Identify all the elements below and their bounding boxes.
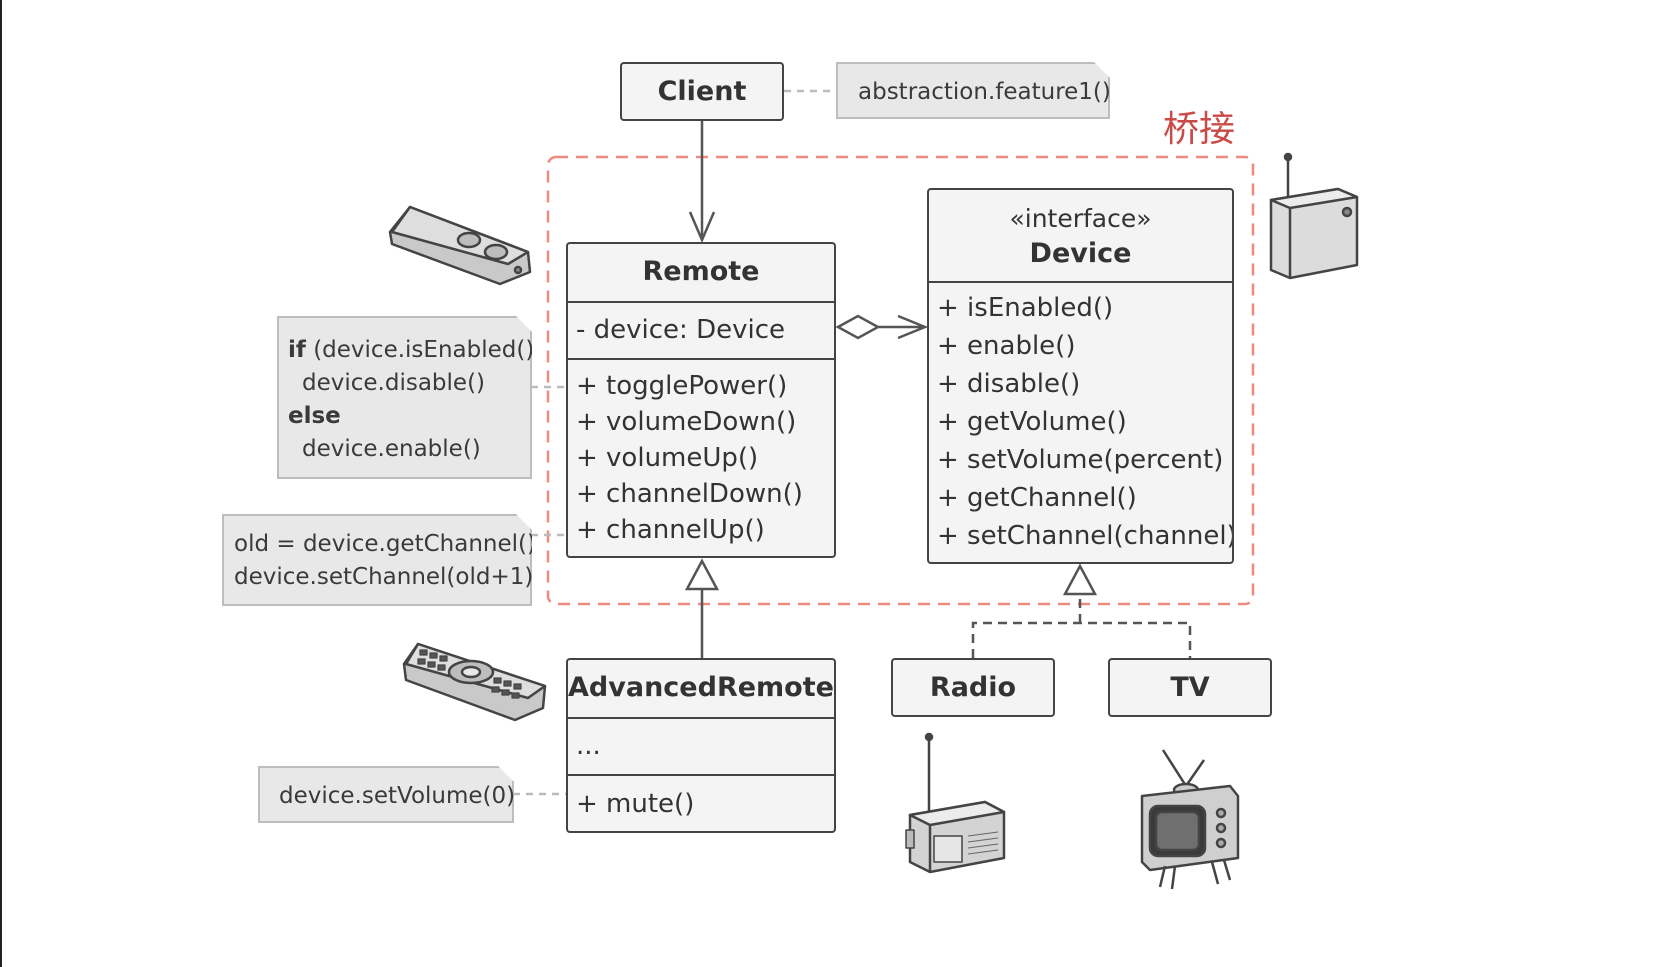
method: + setVolume(percent) [937,445,1224,475]
methods-section: + isEnabled() + enable() + disable() + g… [929,281,1232,562]
methods-section: + mute() [568,774,834,831]
field: - device: Device [576,315,785,345]
method: + channelUp() [576,515,765,545]
tv-icon [1140,749,1240,890]
interface-name: Device [1029,238,1132,269]
note-line: device.enable() [288,433,530,466]
inheritance-arrowhead [684,558,720,591]
remote-class[interactable]: Remote - device: Device + togglePower() … [566,242,836,558]
realization-arrowhead [1062,563,1098,596]
aggregation-arrowhead [897,314,929,340]
frame-edge [0,0,2,967]
note-line: device.setChannel(old+1) [234,564,534,590]
stereotype: «interface» [1009,204,1152,233]
note-text: device.enable() [302,436,481,462]
mute-note: device.setVolume(0) [258,766,514,823]
method: + volumeDown() [576,407,797,437]
method: + setChannel(channel) [937,521,1234,551]
keyword-else: else [288,403,341,429]
radio-icon [905,732,1006,874]
advanced-remote-icon [402,642,547,722]
note-text: device.setVolume(0) [279,783,516,809]
fields-section: - device: Device [568,301,834,359]
client-remote-arrowhead [688,211,716,244]
class-name: AdvancedRemote [568,672,834,703]
note-line: else [288,400,530,433]
method: + getChannel() [937,483,1137,513]
bridge-region [546,155,1255,606]
keyword-if: if [288,337,306,363]
method: + channelDown() [576,479,803,509]
wifi-router-icon [1269,152,1359,280]
fields-section: ... [568,717,834,775]
bridge-label: 桥接 [1163,109,1236,150]
radio-class[interactable]: Radio [891,658,1055,717]
method: + getVolume() [937,407,1127,437]
device-interface[interactable]: «interface» Device + isEnabled() + enabl… [927,188,1234,564]
note-line: old = device.getChannel() [234,531,536,557]
class-name: Remote [642,256,760,287]
client-note: abstraction.feature1() [836,62,1110,119]
toggle-power-note: if (device.isEnabled()) device.disable()… [277,316,532,479]
note-text: abstraction.feature1() [858,79,1111,105]
method: + disable() [937,369,1081,399]
basic-remote-icon [388,205,532,286]
class-name: Client [657,76,747,107]
method: + isEnabled() [937,293,1114,323]
client-class[interactable]: Client [620,62,784,121]
method: + togglePower() [576,371,788,401]
class-name: TV [1170,672,1210,703]
method: + volumeUp() [576,443,759,473]
method: + mute() [576,789,695,819]
methods-section: + togglePower() + volumeDown() + volumeU… [568,358,834,556]
note-text: (device.isEnabled()) [305,337,544,363]
realization-connector [971,621,1192,658]
method: + enable() [937,331,1076,361]
aggregation-diamond [835,314,881,340]
channel-up-note: old = device.getChannel() device.setChan… [222,514,532,606]
tv-class[interactable]: TV [1108,658,1272,717]
note-text: device.disable() [302,370,486,396]
note-line: device.disable() [288,367,530,400]
field: ... [576,731,601,761]
note-line: if (device.isEnabled()) [288,334,530,367]
class-name: Radio [929,672,1017,703]
advanced-remote-class[interactable]: AdvancedRemote ... + mute() [566,658,836,833]
